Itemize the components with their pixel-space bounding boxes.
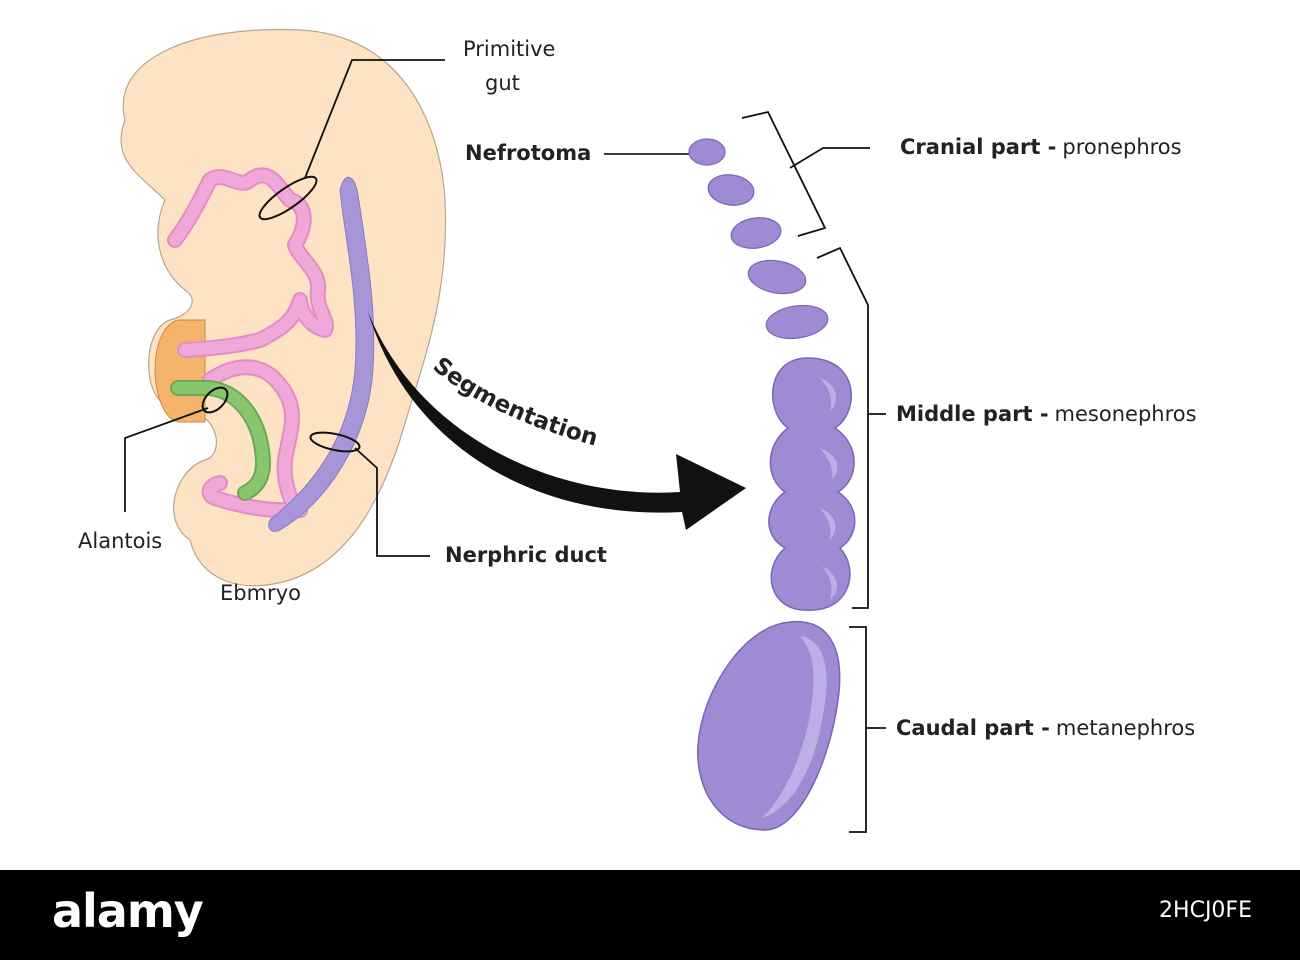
nephric-duct: [268, 177, 375, 532]
duct-callout-ring: [309, 431, 361, 453]
caudal-part-name: metanephros: [1056, 716, 1195, 740]
primitive-gut-label-line2: gut: [485, 71, 520, 95]
allantois-callout-ring: [201, 386, 229, 414]
alamy-logo: alamy: [52, 884, 204, 938]
middle-part-bold: Middle part -: [896, 402, 1049, 426]
nephrotome-2: [707, 174, 755, 206]
alantois-label: Alantois: [78, 529, 162, 553]
caudal-part-bold: Caudal part -: [896, 716, 1050, 740]
metanephros-body: [697, 620, 841, 831]
embryo: [120, 28, 447, 587]
nephrotome-5: [765, 304, 829, 340]
cranial-bracket-leader: [789, 147, 870, 169]
caudal-part-label: Caudal part -metanephros: [896, 716, 1195, 740]
cranial-bracket: [741, 110, 827, 237]
allantois-sac: [154, 319, 206, 423]
nerphric-duct-label: Nerphric duct: [445, 543, 607, 567]
middle-part-name: mesonephros: [1055, 402, 1197, 426]
gut-callout-ring: [258, 175, 318, 221]
middle-part-label: Middle part -mesonephros: [896, 402, 1197, 426]
primitive-gut: [167, 167, 334, 519]
embryo-body: [120, 28, 447, 587]
embryo-label: Ebmryo: [220, 581, 301, 605]
cranial-part-label: Cranial part -pronephros: [900, 135, 1182, 159]
cranial-part-name: pronephros: [1062, 135, 1181, 159]
caudal-bracket: [849, 626, 867, 833]
segmentation-arrow: [368, 312, 746, 530]
kidney-development-diagram: Primitive gut Alantois Ebmryo Nerphric d…: [78, 28, 1197, 833]
nerphric-duct-leader: [354, 447, 430, 557]
mesonephros: [768, 357, 856, 611]
image-id: 2HCJ0FE: [1159, 898, 1252, 923]
nephrotome-4: [747, 259, 807, 295]
metanephros: [697, 620, 841, 831]
stock-footer-bar: alamy 2HCJ0FE: [0, 870, 1300, 960]
nephrotome-1: [688, 138, 726, 166]
nephrotome-3: [730, 217, 782, 249]
alantois-leader: [124, 407, 209, 512]
primitive-gut-label-line1: Primitive: [463, 37, 555, 61]
cranial-part-bold: Cranial part -: [900, 135, 1056, 159]
middle-bracket: [816, 246, 869, 609]
nefrotoma-label: Nefrotoma: [465, 141, 591, 165]
mesonephros-body: [768, 357, 856, 611]
pronephros-segments: [688, 138, 829, 340]
primitive-gut-leader: [304, 59, 445, 179]
